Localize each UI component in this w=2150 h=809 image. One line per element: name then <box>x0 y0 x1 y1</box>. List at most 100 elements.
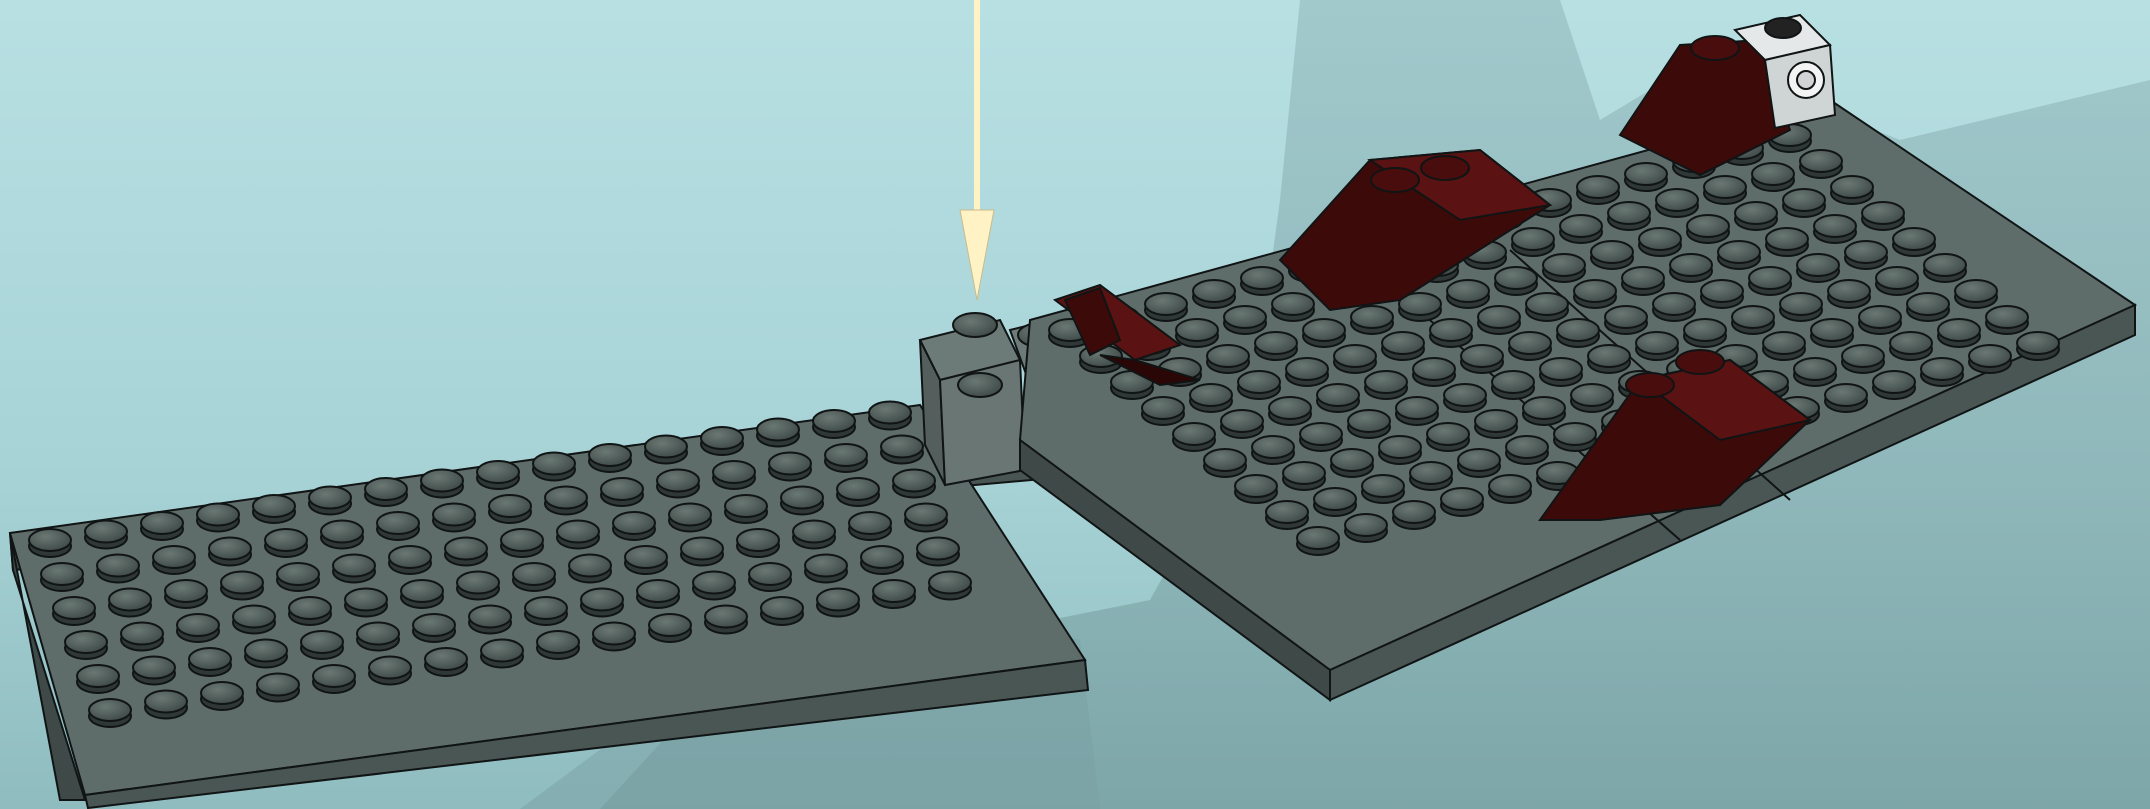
stud-top <box>1752 163 1794 185</box>
stud-top <box>1478 306 1520 328</box>
stud-top <box>1986 306 2028 328</box>
stud-top <box>1427 423 1469 445</box>
stud-top <box>525 597 567 619</box>
stud-top <box>365 478 407 500</box>
stud-top <box>333 555 375 577</box>
stud-top <box>1351 306 1393 328</box>
stud-top <box>645 436 687 458</box>
stud-top <box>65 631 107 653</box>
stud-top <box>701 427 743 449</box>
stud-top <box>905 504 947 526</box>
stud-top <box>253 495 295 517</box>
stud-top <box>489 495 531 517</box>
stud-top <box>1636 332 1678 354</box>
stud-top <box>77 665 119 687</box>
stud-top <box>309 487 351 509</box>
stud-top <box>1653 293 1695 315</box>
stud-top <box>1814 215 1856 237</box>
stud-top <box>197 504 239 526</box>
stud-top <box>1560 215 1602 237</box>
stud-top <box>681 538 723 560</box>
stud-top <box>1269 397 1311 419</box>
stud-top <box>1142 397 1184 419</box>
stud-top <box>1749 267 1791 289</box>
stud-top <box>153 546 195 568</box>
stud-top <box>1303 319 1345 341</box>
stud-top <box>1314 488 1356 510</box>
stud-top <box>1345 514 1387 536</box>
stud-top <box>893 470 935 492</box>
stud-top <box>869 402 911 424</box>
stud-top <box>1145 293 1187 315</box>
stud-top <box>165 580 207 602</box>
stud-top <box>1266 501 1308 523</box>
stud-top <box>849 512 891 534</box>
stud-top <box>625 546 667 568</box>
stud-top <box>1588 345 1630 367</box>
stud-top <box>245 640 287 662</box>
stud-top <box>1495 267 1537 289</box>
stud-top <box>557 521 599 543</box>
stud-top <box>469 606 511 628</box>
stud-top <box>1890 332 1932 354</box>
stud-top <box>1193 280 1235 302</box>
stud-top <box>1591 241 1633 263</box>
stud-top <box>1317 384 1359 406</box>
stud-top <box>377 512 419 534</box>
stud-top <box>669 504 711 526</box>
stud-top <box>917 538 959 560</box>
stud-top <box>413 614 455 636</box>
stud-top <box>713 461 755 483</box>
stud-top <box>1235 475 1277 497</box>
stud-top <box>85 521 127 543</box>
stud-top <box>1543 254 1585 276</box>
stud-top <box>265 529 307 551</box>
stud-top <box>1797 254 1839 276</box>
stud-top <box>1272 293 1314 315</box>
stud-top <box>1444 384 1486 406</box>
stud-top <box>693 572 735 594</box>
stud-top <box>1379 436 1421 458</box>
stud-top <box>53 597 95 619</box>
stud-top <box>1447 280 1489 302</box>
stud-top <box>301 631 343 653</box>
stud-top <box>1526 293 1568 315</box>
stud-top <box>1458 449 1500 471</box>
stud-top <box>1396 397 1438 419</box>
stud-top <box>781 487 823 509</box>
stud-top <box>513 563 555 585</box>
stud-top <box>145 691 187 713</box>
stud-top <box>1506 436 1548 458</box>
stud-top <box>1540 358 1582 380</box>
stud-top <box>1492 371 1534 393</box>
stud-top <box>321 521 363 543</box>
stud-top <box>1574 280 1616 302</box>
stud-top <box>1732 306 1774 328</box>
stud-top <box>289 597 331 619</box>
stud-top <box>1554 423 1596 445</box>
stud-top <box>569 555 611 577</box>
stud-top <box>109 589 151 611</box>
stud-top <box>1924 254 1966 276</box>
stud-top <box>133 657 175 679</box>
stud-top <box>929 572 971 594</box>
stud-top <box>545 487 587 509</box>
stud-top <box>533 453 575 475</box>
stud-top <box>1608 202 1650 224</box>
stud-top <box>97 555 139 577</box>
stud-top <box>1297 527 1339 549</box>
stud-top <box>1238 371 1280 393</box>
stud-top <box>1893 228 1935 250</box>
stud-top <box>537 631 579 653</box>
stud-top <box>757 419 799 441</box>
stud-top <box>837 478 879 500</box>
stud-top <box>817 589 859 611</box>
stud-top <box>1475 410 1517 432</box>
stud-top <box>1704 176 1746 198</box>
stud-top <box>1842 345 1884 367</box>
stud-top <box>1794 358 1836 380</box>
stud-top <box>477 461 519 483</box>
stud-top <box>1331 449 1373 471</box>
stud-top <box>345 589 387 611</box>
